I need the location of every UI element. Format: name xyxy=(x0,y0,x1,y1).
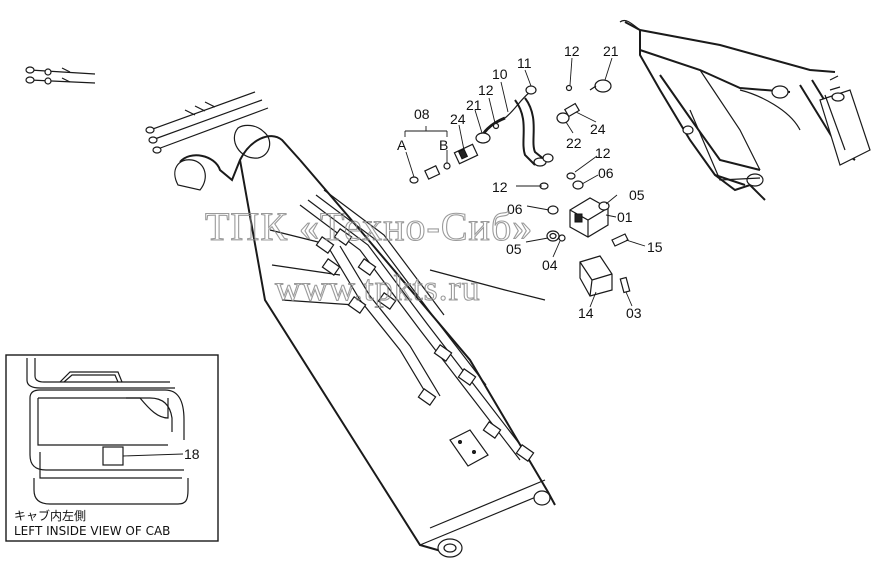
callout-12a: 12 xyxy=(478,82,494,98)
callout-12d: 12 xyxy=(492,179,508,195)
callout-24b: 24 xyxy=(590,121,606,137)
callout-05a: 05 xyxy=(629,187,645,203)
boom-assembly xyxy=(174,124,556,558)
callout-08: 08 xyxy=(414,106,430,122)
callout-04: 04 xyxy=(542,257,558,273)
callout-06a: 06 xyxy=(598,165,614,181)
arm-assembly-top-right xyxy=(619,19,871,201)
callout-12c: 12 xyxy=(595,145,611,161)
callout-15: 15 xyxy=(647,239,663,255)
callout-12b: 12 xyxy=(564,43,580,59)
inset-caption-en: LEFT INSIDE VIEW OF CAB xyxy=(14,524,170,538)
callout-22: 22 xyxy=(566,135,582,151)
watermark: ТПК «Техно-Сиб» www.tpkts.ru xyxy=(204,203,533,308)
callout-14: 14 xyxy=(578,305,594,321)
callout-05b: 05 xyxy=(506,241,522,257)
callout-B: B xyxy=(439,137,448,153)
watermark-url: www.tpkts.ru xyxy=(275,268,481,308)
callout-03: 03 xyxy=(626,305,642,321)
callout-11: 11 xyxy=(517,55,532,71)
callout-10: 10 xyxy=(492,66,508,82)
inset-part-18 xyxy=(102,446,124,466)
hose-ends-top-left xyxy=(25,66,269,154)
callout-01: 01 xyxy=(617,209,633,225)
callout-21a: 21 xyxy=(466,97,482,113)
watermark-company: ТПК «Техно-Сиб» xyxy=(205,204,533,249)
callout-06b: 06 xyxy=(507,201,523,217)
callout-labels: 08 A B 24 21 12 10 11 12 21 22 24 12 12 … xyxy=(397,43,663,321)
callout-leaders xyxy=(404,57,646,308)
cab-inset: 18 キャブ内左側 LEFT INSIDE VIEW OF CAB xyxy=(5,354,219,542)
callout-18: 18 xyxy=(184,446,200,462)
callout-A: A xyxy=(397,137,407,153)
callout-24a: 24 xyxy=(450,111,466,127)
fitting-group xyxy=(409,79,631,297)
inset-caption-jp: キャブ内左側 xyxy=(14,508,86,523)
callout-21b: 21 xyxy=(603,43,619,59)
